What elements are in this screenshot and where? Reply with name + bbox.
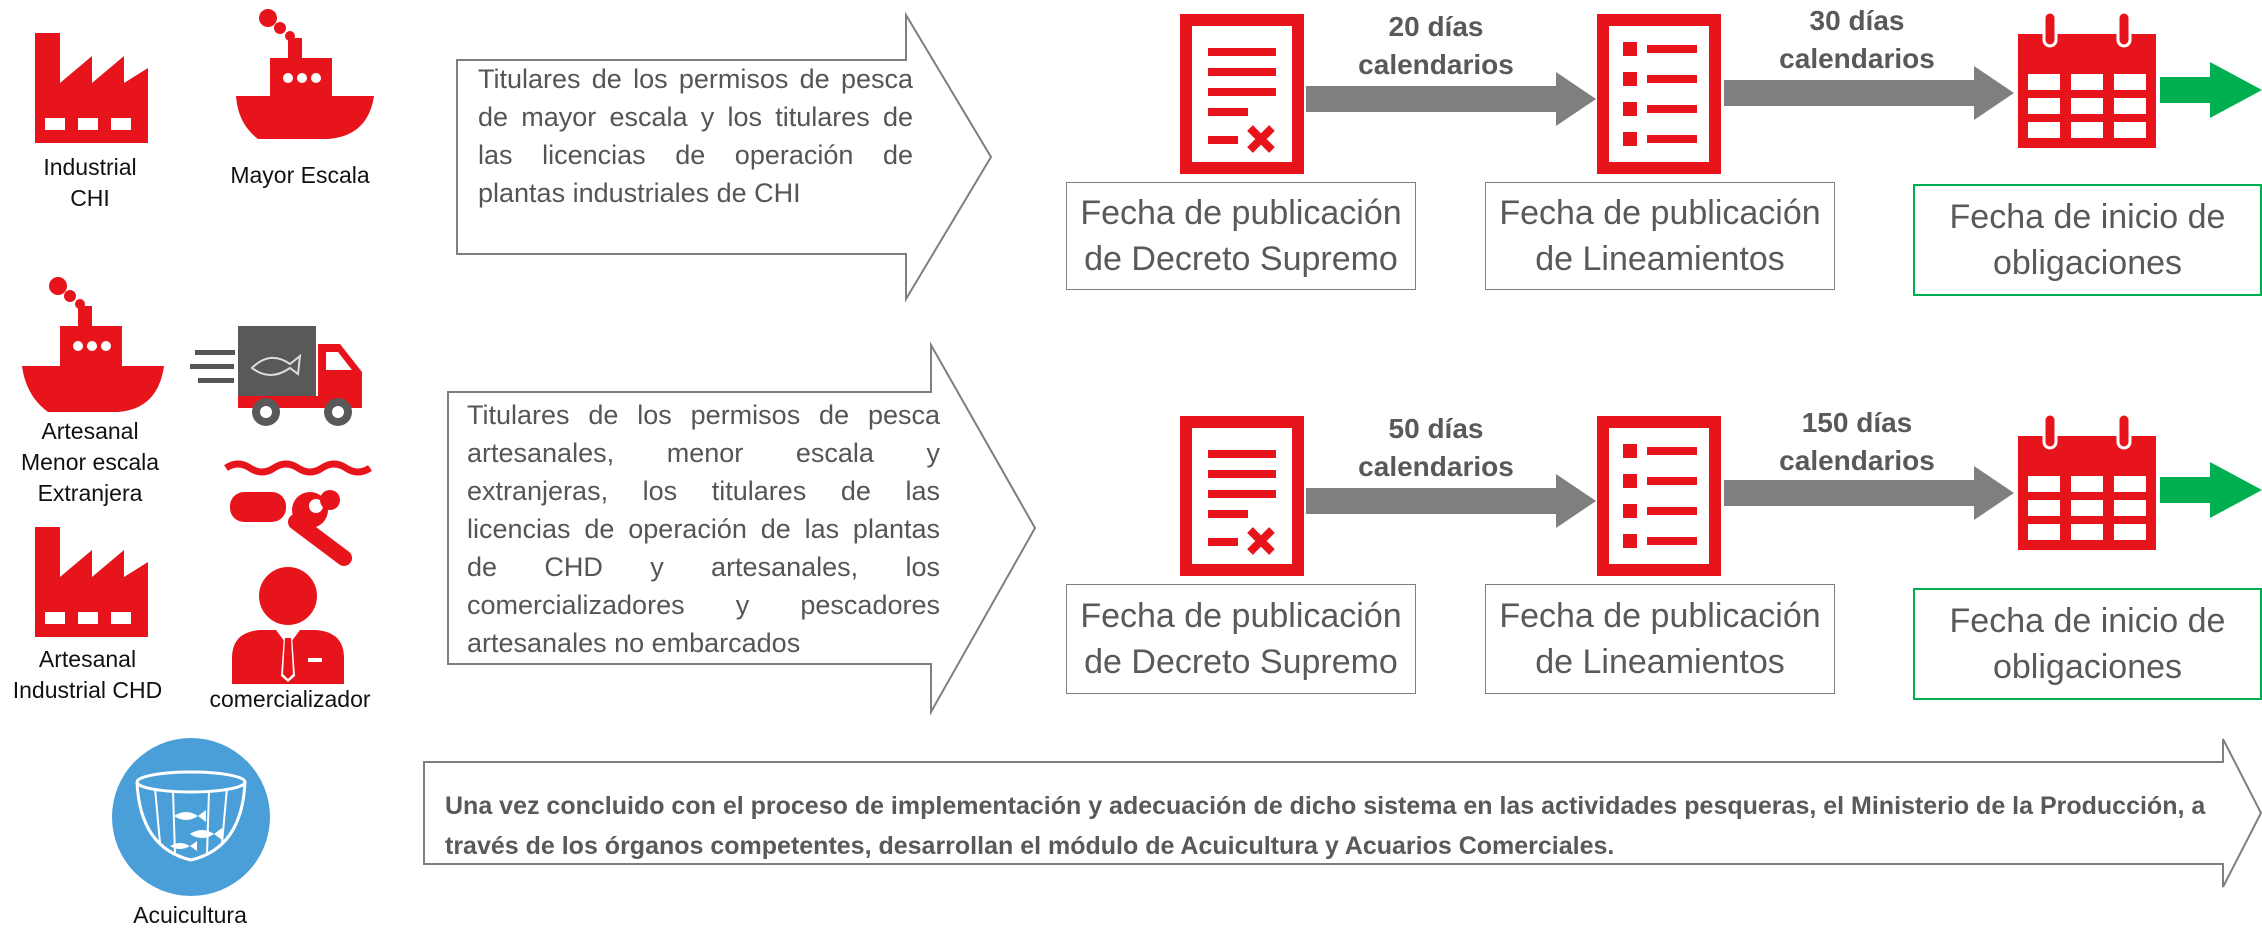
- row2-box-decreto: Fecha de publicación de Decreto Supremo: [1066, 584, 1416, 694]
- ship-icon-2: [22, 277, 164, 412]
- label-industrial-chi: Industrial CHI: [43, 154, 137, 211]
- row2-category-text: Titulares de los permisos de pesca artes…: [467, 400, 940, 658]
- row1-box-decreto: Fecha de publicación de Decreto Supremo: [1066, 182, 1416, 290]
- green-arrow-2: [2160, 462, 2262, 518]
- bottom-text: Una vez concluido con el proceso de impl…: [445, 792, 2206, 860]
- row1-days-1: 20 días calendarios: [1358, 11, 1514, 80]
- decree-document-icon: [1180, 14, 1304, 174]
- row1-box-lineamientos: Fecha de publicación de Lineamientos: [1485, 182, 1835, 290]
- row1-box-inicio: Fecha de inicio de obligaciones: [1913, 184, 2262, 296]
- label-acuicultura: Acuicultura: [133, 902, 247, 928]
- row2-days-2: 150 días calendarios: [1779, 407, 1935, 476]
- row1-category-text: Titulares de los permisos de pesca de ma…: [478, 64, 913, 208]
- checklist-icon-2: [1597, 416, 1721, 576]
- label-mayor-escala: Mayor Escala: [230, 162, 370, 188]
- label-artesanal-industrial-chd: Artesanal Industrial CHD: [12, 646, 163, 703]
- gray-arrow-4: [1724, 466, 2014, 520]
- factory-icon-2: [35, 527, 148, 637]
- delivery-truck-icon: [190, 326, 362, 426]
- row2-box-lineamientos: Fecha de publicación de Lineamientos: [1485, 584, 1835, 694]
- diver-icon: [224, 460, 372, 566]
- ship-icon: [236, 9, 374, 139]
- bottom-arrow: [423, 738, 2262, 888]
- row2-days-1: 50 días calendarios: [1358, 413, 1514, 482]
- gray-arrow-2: [1724, 66, 2014, 120]
- businessman-icon: [232, 567, 344, 684]
- gray-arrow-1: [1306, 72, 1596, 126]
- row2-box-inicio: Fecha de inicio de obligaciones: [1913, 588, 2262, 700]
- calendar-icon-2: [2018, 412, 2156, 550]
- row2-category-arrow: [447, 341, 1037, 716]
- decree-document-icon-2: [1180, 416, 1304, 576]
- row1-category-arrow: [456, 11, 993, 303]
- row1-days-2: 30 días calendarios: [1779, 5, 1935, 74]
- gray-arrow-3: [1306, 474, 1596, 528]
- label-artesanal-menor-extranjera: Artesanal Menor escala Extranjera: [20, 418, 160, 506]
- fish-cage-icon: [112, 738, 270, 896]
- label-comercializador: comercializador: [209, 686, 371, 712]
- factory-icon: [35, 33, 148, 143]
- green-arrow-1: [2160, 62, 2262, 118]
- calendar-icon: [2018, 10, 2156, 148]
- checklist-icon: [1597, 14, 1721, 174]
